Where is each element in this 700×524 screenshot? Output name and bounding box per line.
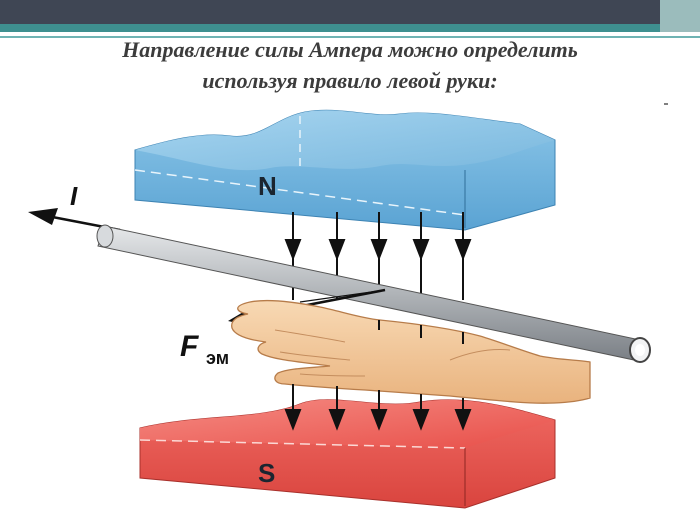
north-pole-label: N [258,171,277,201]
south-magnet: S [139,399,556,509]
title-line-2: используя правило левой руки: [202,68,498,93]
header-accent-line [0,36,700,38]
north-magnet: N [134,109,556,231]
force-label-main: F [180,330,199,363]
south-pole-label: S [258,458,275,488]
slide-title: Направление силы Ампера можно определить… [20,34,680,96]
current-arrow: I [28,181,121,232]
magnetic-field-lines-lower [284,320,472,431]
force-label-subscript: эм [206,348,229,368]
corner-decoration [660,0,700,32]
current-label: I [70,181,78,211]
magnetic-field-lines [284,212,472,300]
force-label: F эм [180,330,229,368]
header-bar [0,0,700,24]
header-accent-bar [0,24,700,32]
left-hand [231,299,591,404]
title-line-1: Направление силы Ампера можно определить [122,37,578,62]
